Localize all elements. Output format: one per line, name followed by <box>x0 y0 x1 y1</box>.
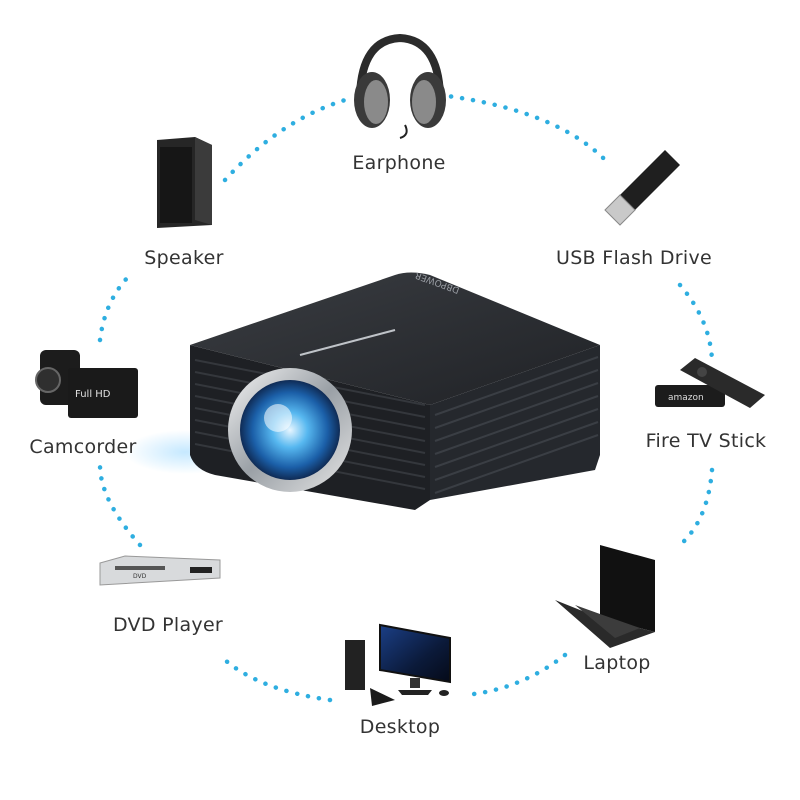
camcorder-icon: Full HD <box>35 350 138 418</box>
projector-lens-highlight <box>264 404 292 432</box>
projector-top <box>190 272 600 405</box>
ring-arc-camcorder-speaker <box>97 272 133 343</box>
device-label-speaker: Speaker <box>144 247 224 269</box>
usb-drive-icon <box>604 150 680 226</box>
ring-arc-desktop-dvd <box>222 657 333 703</box>
desktop-computer-icon <box>345 623 451 706</box>
device-label-camcorder: Camcorder <box>29 436 137 458</box>
projector-side-vents <box>434 356 599 494</box>
laptop-icon <box>555 545 655 648</box>
ring-arc-laptop-desktop <box>462 652 568 698</box>
device-label-dvd-player: DVD Player <box>112 614 224 636</box>
device-label-desktop: Desktop <box>359 716 441 738</box>
camcorder-brand-text: Full HD <box>75 389 111 400</box>
dvd-player-icon: DVD <box>99 555 221 586</box>
device-label-fire-tv-stick: Fire TV Stick <box>645 430 767 452</box>
device-label-laptop: Laptop <box>583 652 651 674</box>
ring-arc-speaker-earphone <box>222 97 348 183</box>
fire-tv-stick-icon: amazon <box>655 358 765 408</box>
device-label-earphone: Earphone <box>352 152 446 174</box>
headphones-icon <box>354 33 446 139</box>
dvd-brand-text: DVD <box>133 573 147 580</box>
fire-tv-brand-text: amazon <box>668 393 704 403</box>
ring-arc-earphone-usb <box>437 92 613 168</box>
projector-lens <box>240 380 340 480</box>
projector-control-strip <box>299 329 396 356</box>
connection-ring <box>97 92 715 703</box>
projector-icon: DBPOWER <box>125 269 600 510</box>
ring-arc-firetv-laptop <box>677 467 715 548</box>
ring-arc-dvd-camcorder <box>97 462 143 548</box>
device-label-usb-flash-drive: USB Flash Drive <box>555 247 713 269</box>
speaker-icon <box>157 137 212 228</box>
ring-arc-usb-firetv <box>677 282 715 363</box>
